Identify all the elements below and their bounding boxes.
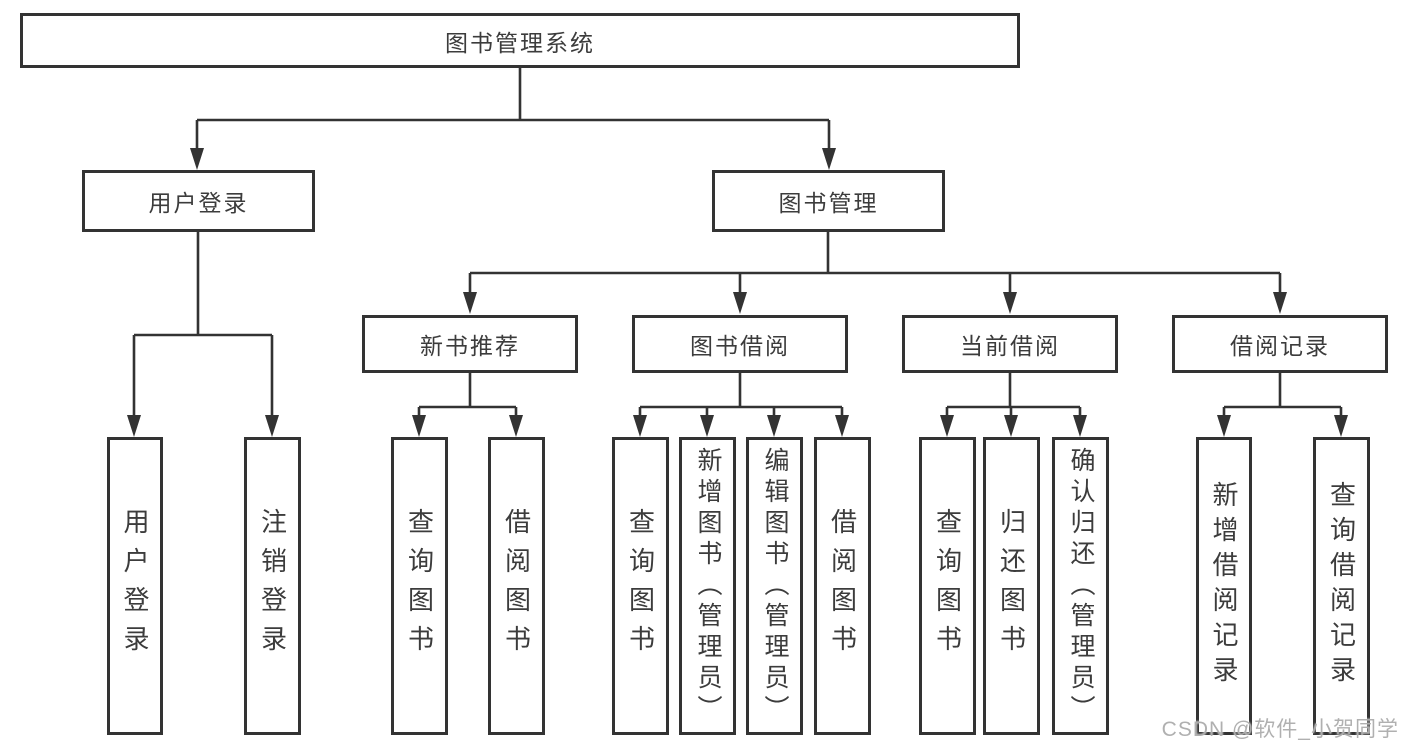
leaf-user-login: 用户登录 xyxy=(107,437,163,735)
node-label: 新书推荐 xyxy=(420,333,520,359)
node-new-book-recommend: 新书推荐 xyxy=(362,315,578,373)
node-book-management: 图书管理 xyxy=(712,170,945,232)
node-label: 编辑图书（管理员） xyxy=(761,446,789,726)
leaf-logout: 注销登录 xyxy=(244,437,301,735)
node-label: 确认归还（管理员） xyxy=(1067,446,1095,726)
arrowheads xyxy=(127,148,1348,437)
leaf-query-borrow-record: 查询借阅记录 xyxy=(1313,437,1370,735)
node-label: 借阅图书 xyxy=(501,508,532,664)
node-label: 新增图书（管理员） xyxy=(694,446,722,726)
leaf-add-books-admin: 新增图书（管理员） xyxy=(679,437,736,735)
leaf-borrow-books-1: 借阅图书 xyxy=(488,437,545,735)
node-label: 图书借阅 xyxy=(690,333,790,359)
leaf-query-books-1: 查询图书 xyxy=(391,437,448,735)
tree-branch-lines xyxy=(132,68,1343,418)
leaf-confirm-return-admin: 确认归还（管理员） xyxy=(1052,437,1109,735)
node-root-library-system: 图书管理系统 xyxy=(20,13,1020,68)
leaf-query-books-2: 查询图书 xyxy=(612,437,669,735)
node-label: 借阅图书 xyxy=(827,508,858,664)
node-label: 注销登录 xyxy=(257,508,288,664)
node-borrow-records: 借阅记录 xyxy=(1172,315,1388,373)
node-label: 查询借阅记录 xyxy=(1326,481,1357,691)
leaf-borrow-books-2: 借阅图书 xyxy=(814,437,871,735)
node-label: 归还图书 xyxy=(996,508,1027,664)
node-book-borrowing: 图书借阅 xyxy=(632,315,848,373)
node-label: 查询图书 xyxy=(932,508,963,664)
node-current-borrowing: 当前借阅 xyxy=(902,315,1118,373)
node-label: 借阅记录 xyxy=(1230,333,1330,359)
leaf-return-books: 归还图书 xyxy=(983,437,1040,735)
node-label: 新增借阅记录 xyxy=(1209,481,1239,691)
node-label: 当前借阅 xyxy=(960,333,1060,359)
node-user-login: 用户登录 xyxy=(82,170,315,232)
node-label: 用户登录 xyxy=(120,508,150,664)
node-label: 查询图书 xyxy=(404,508,435,664)
leaf-add-borrow-record: 新增借阅记录 xyxy=(1196,437,1252,735)
node-label: 图书管理 xyxy=(778,190,879,216)
node-label: 查询图书 xyxy=(625,508,656,664)
csdn-watermark: CSDN @软件_小贺同学 xyxy=(1161,718,1399,741)
node-label: 图书管理系统 xyxy=(445,29,595,56)
leaf-query-books-3: 查询图书 xyxy=(919,437,976,735)
node-label: 用户登录 xyxy=(148,190,249,216)
leaf-edit-books-admin: 编辑图书（管理员） xyxy=(746,437,803,735)
